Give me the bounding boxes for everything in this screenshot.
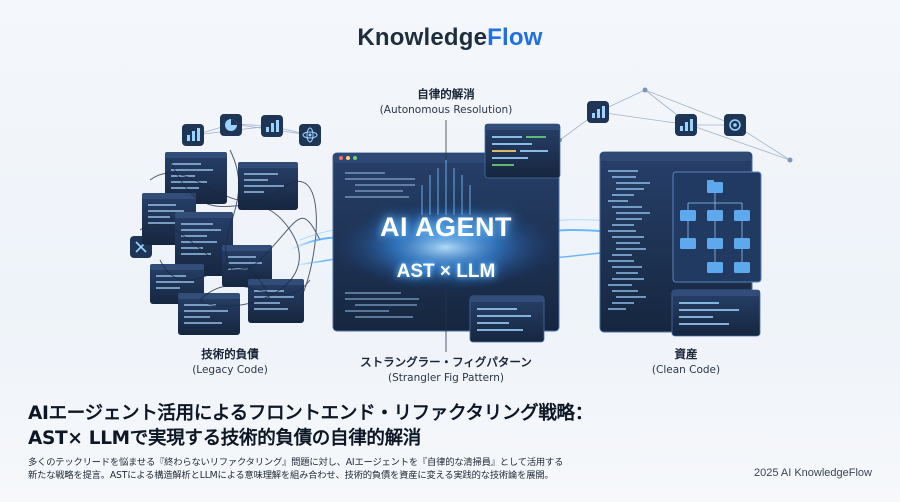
label-title: ストラングラー・フィグパターン	[360, 355, 532, 369]
code-popup-bottom	[469, 295, 545, 343]
label-subtitle: (Legacy Code)	[192, 364, 268, 376]
ai-agent-subtitle: AST × LLM	[396, 261, 496, 282]
legacy-window	[222, 245, 272, 287]
description-line-2: 新たな戦略を提言。ASTによる構造解析とLLMによる意味理解を組み合わせ、技術的…	[28, 470, 554, 481]
copyright: 2025 AI KnowledgeFlow	[753, 467, 872, 479]
label-subtitle: (Autonomous Resolution)	[379, 104, 513, 116]
legacy-window	[175, 212, 233, 276]
network-lines-left	[194, 123, 311, 136]
brand-prefix: Knowledge	[357, 24, 488, 51]
label-subtitle: (Clean Code)	[651, 364, 721, 376]
label-autonomous-resolution: 自律的解消 (Autonomous Resolution)	[346, 86, 546, 116]
label-clean-code: 資産 (Clean Code)	[616, 346, 756, 376]
clean-code-mini-window	[671, 289, 761, 337]
code-popup-top	[484, 123, 561, 179]
chart-icon	[182, 124, 204, 146]
bar-chart-icon	[261, 115, 283, 137]
hero-illustration	[130, 87, 793, 352]
settings-icon-right	[724, 114, 746, 136]
bar-chart-icon-right-1	[587, 101, 609, 123]
legacy-window	[165, 152, 227, 204]
tangled-wires	[139, 149, 321, 307]
folder-icon	[680, 180, 750, 273]
label-strangler-fig: ストラングラー・フィグパターン (Strangler Fig Pattern)	[326, 354, 566, 384]
description: 多くのテックリードを悩ませる『終わらないリファクタリング』問題に対し、AIエージ…	[28, 456, 668, 482]
pie-chart-icon	[220, 114, 242, 136]
brand-logo: KnowledgeFlow	[0, 24, 900, 52]
headline-line-1: AIエージェント活用によるフロントエンド・リファクタリング戦略：	[28, 403, 593, 424]
label-title: 自律的解消	[417, 87, 475, 101]
ai-agent-panel	[331, 120, 561, 352]
legacy-code-cluster	[139, 149, 321, 335]
bar-chart-icon-right-2	[675, 114, 697, 136]
headline-line-2: AST× LLMで実現する技術的負債の自律的解消	[28, 428, 421, 449]
atom-icon	[299, 124, 321, 146]
legacy-window	[238, 162, 298, 210]
label-legacy-code: 技術的負債 (Legacy Code)	[155, 346, 305, 376]
description-line-1: 多くのテックリードを悩ませる『終わらないリファクタリング』問題に対し、AIエージ…	[28, 457, 564, 468]
headline: AIエージェント活用によるフロントエンド・リファクタリング戦略： AST× LL…	[28, 401, 728, 451]
ai-agent-title: AI AGENT	[380, 212, 512, 242]
folder-tree-window	[672, 171, 762, 283]
label-title: 技術的負債	[201, 347, 259, 361]
label-title: 資産	[674, 347, 698, 361]
legacy-window	[178, 293, 240, 335]
label-subtitle: (Strangler Fig Pattern)	[387, 372, 505, 384]
brand-suffix: Flow	[487, 24, 543, 51]
data-streams	[421, 160, 471, 215]
